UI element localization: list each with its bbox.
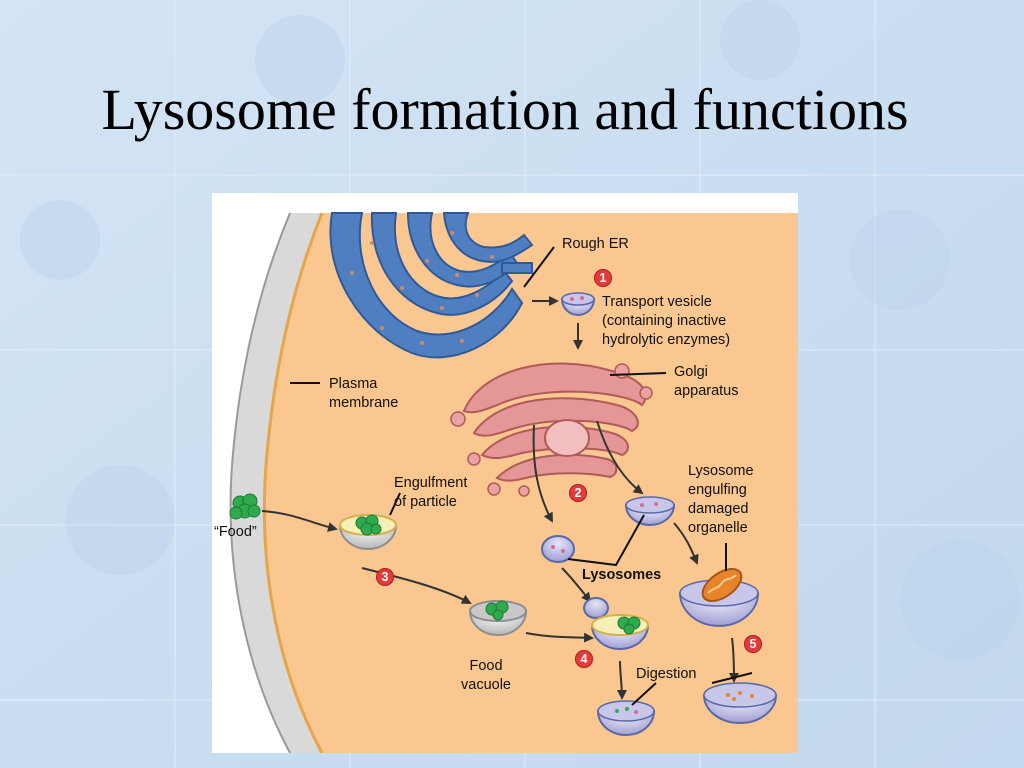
fusion-vacuole <box>583 597 650 650</box>
cytoplasm <box>229 212 798 753</box>
label-golgi-apparatus: Golgi apparatus <box>674 364 739 399</box>
label-plasma-membrane: Plasma membrane <box>329 376 399 411</box>
lysosome-diagram: Rough ER Transport vesicle (containing i… <box>212 193 798 753</box>
step-badge-5: 5 <box>744 635 762 653</box>
label-food-vacuole: Food vacuole <box>461 658 511 693</box>
label-lysosome-engulfing: Lysosome engulfing damaged organelle <box>688 463 754 536</box>
step-badge-2: 2 <box>569 484 587 502</box>
step-badge-1: 1 <box>594 269 612 287</box>
food-particle <box>229 493 261 520</box>
label-food: “Food” <box>214 524 257 540</box>
label-engulfment: Engulfment of particle <box>394 475 468 510</box>
step-badge-3: 3 <box>376 568 394 586</box>
rough-er <box>329 212 534 359</box>
label-transport-vesicle: Transport vesicle (containing inactive h… <box>602 294 731 348</box>
step-badge-4: 4 <box>575 650 593 668</box>
label-digestion: Digestion <box>636 666 697 682</box>
autophagy-vacuole <box>678 568 760 627</box>
food-vacuole <box>468 600 528 636</box>
leader-lines <box>290 246 753 706</box>
digestion-vacuole-right <box>702 682 778 724</box>
digestion-vacuole-left <box>596 700 656 736</box>
lysosome-left <box>541 535 575 563</box>
slide-title: Lysosome formation and functions <box>101 77 909 142</box>
engulfment-vesicle <box>338 514 398 550</box>
lysosome-right <box>624 496 676 526</box>
label-rough-er: Rough ER <box>562 236 629 252</box>
mitochondrion <box>701 568 743 602</box>
golgi-apparatus <box>462 362 647 482</box>
ribosomes <box>350 231 494 345</box>
transport-vesicle <box>560 292 596 316</box>
label-lysosomes: Lysosomes <box>582 567 662 583</box>
diagram-illustration <box>229 212 798 753</box>
